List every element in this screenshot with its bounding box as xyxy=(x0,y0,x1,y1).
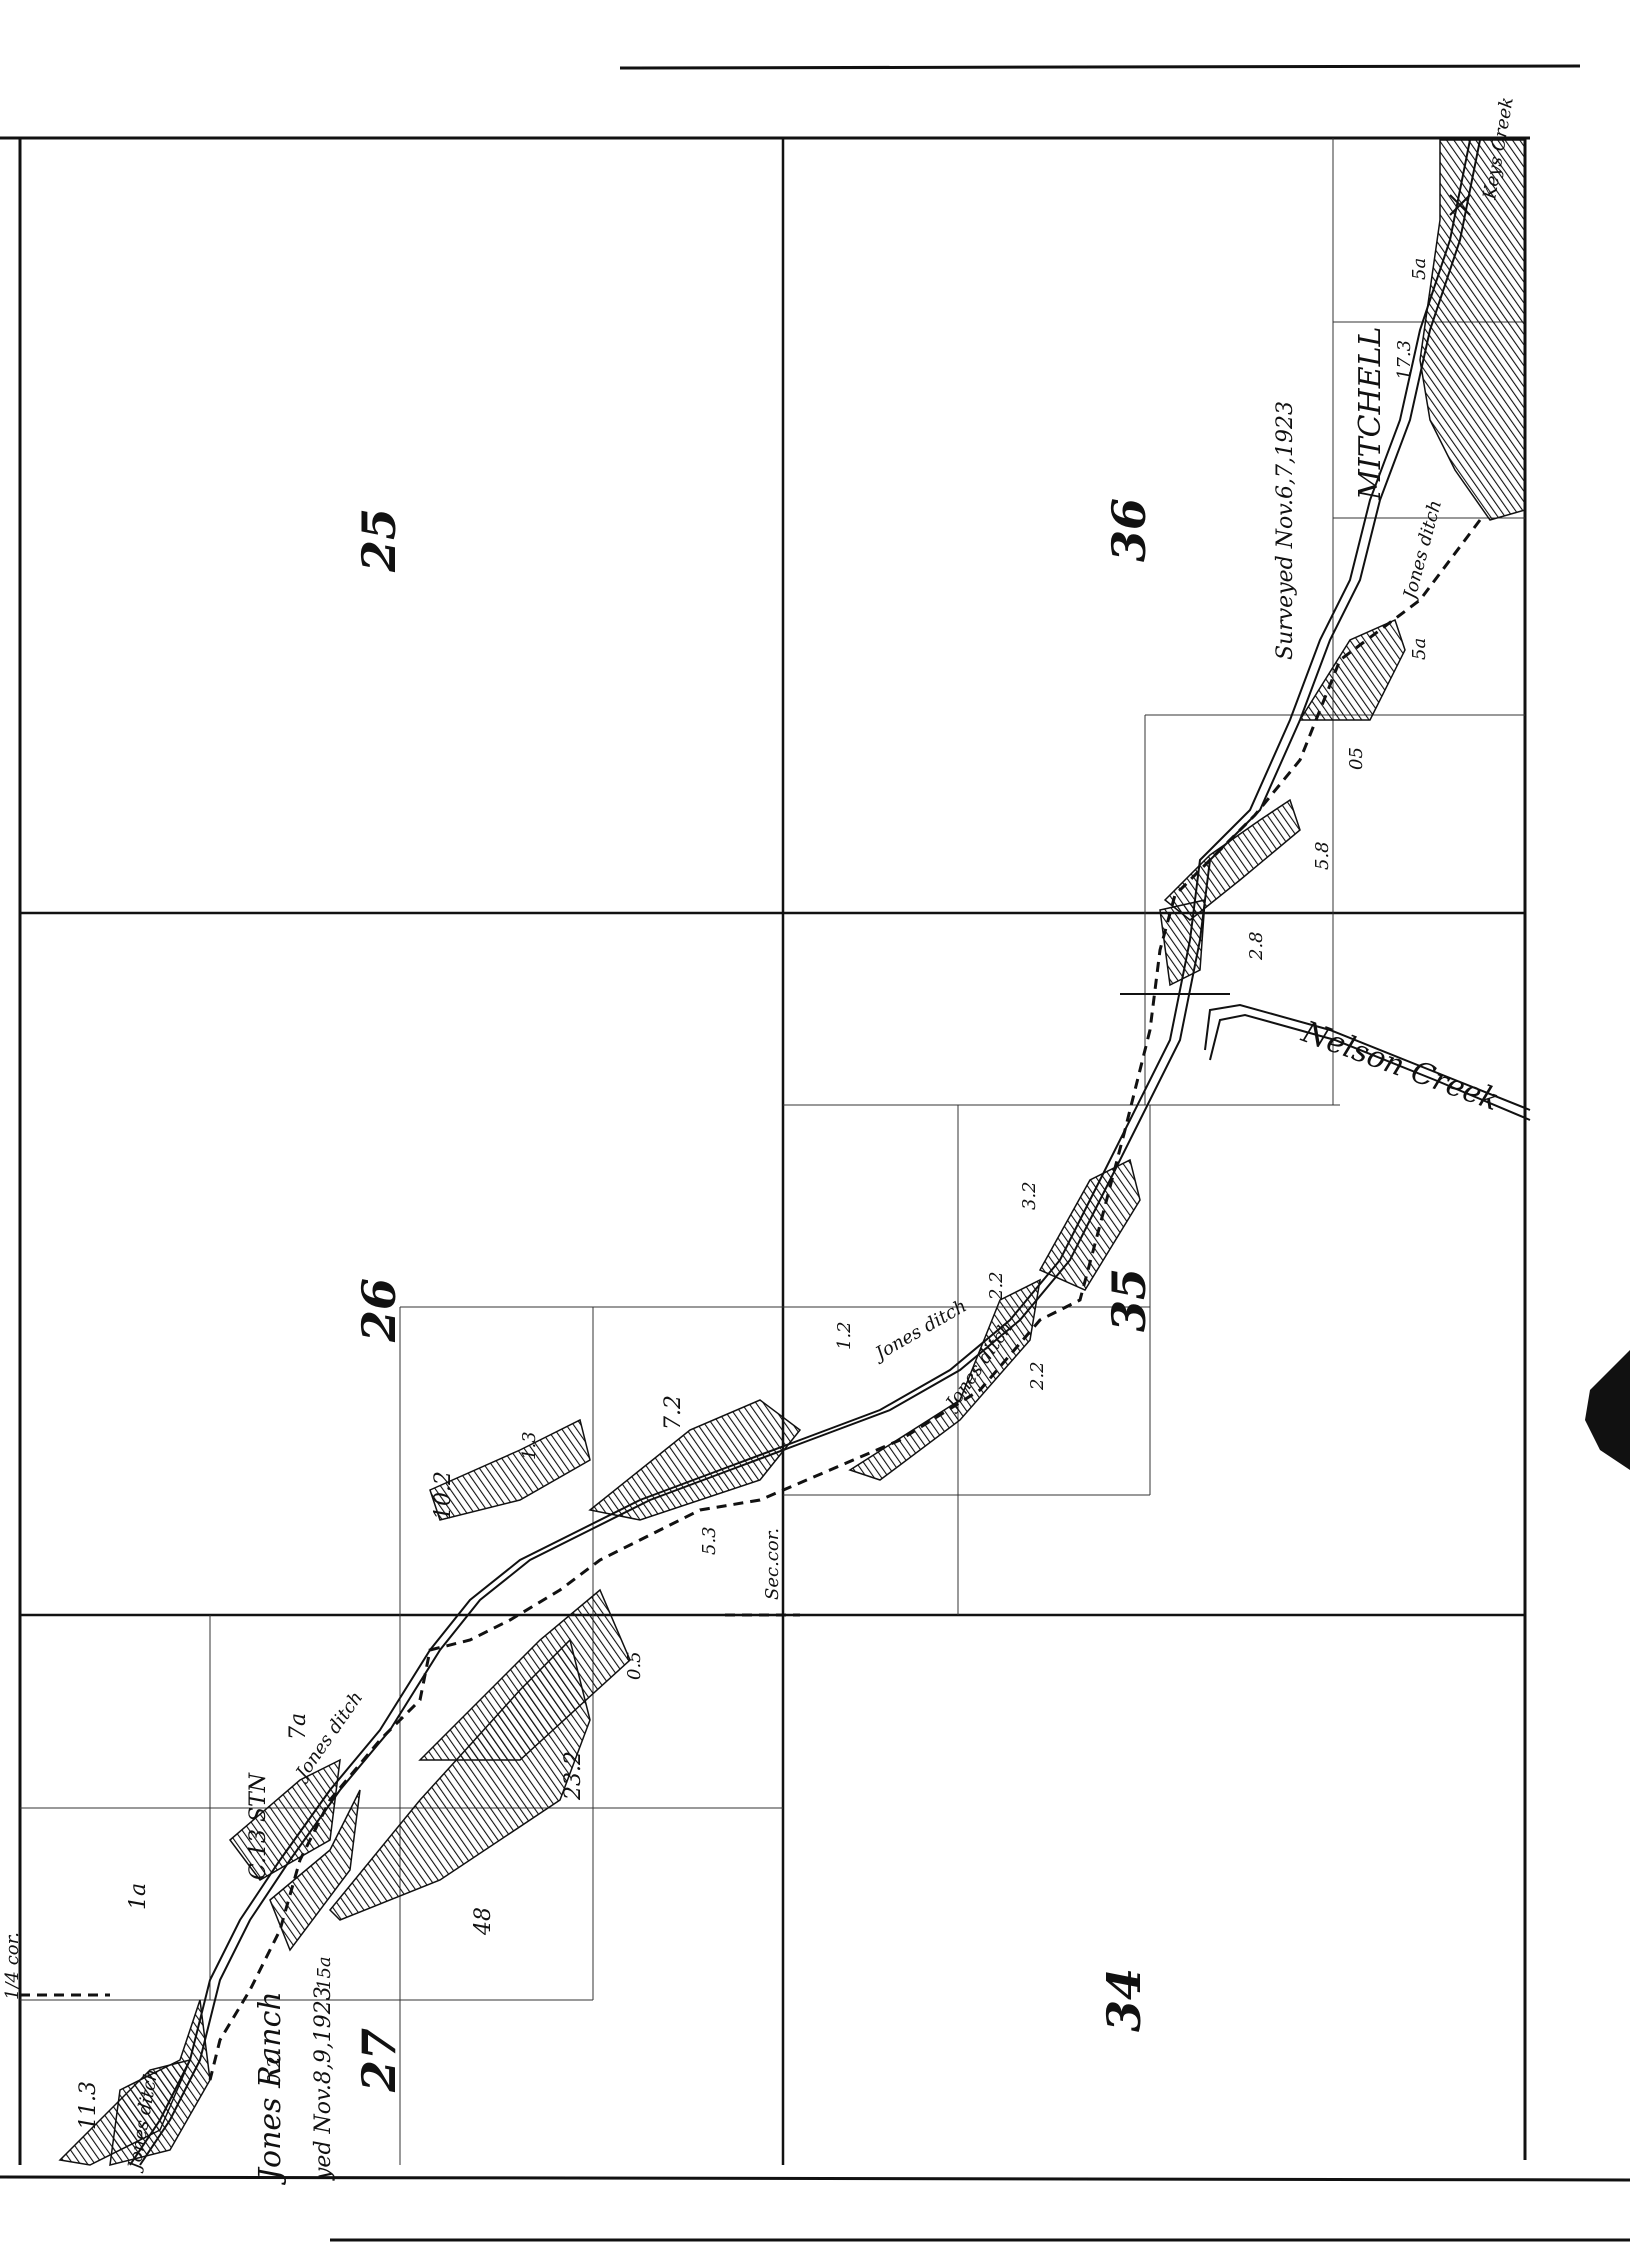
acreage-note: 7a xyxy=(286,1713,311,1740)
acreage-note: 2.8 xyxy=(1246,931,1267,961)
acreage-note: 0.5 xyxy=(624,1651,645,1680)
survey-boundary xyxy=(208,519,1482,2081)
section-number-27: 27 xyxy=(352,2028,406,2093)
quarter-cor-label: 1/4 cor. xyxy=(2,1932,23,2000)
section-number-34: 34 xyxy=(1097,1968,1151,2032)
jones-ranch-label: Jones Ranch xyxy=(253,1991,288,2186)
acreage-note: 1.3 xyxy=(519,1431,540,1460)
jones-ditch-label-1: Jones ditch xyxy=(1399,498,1447,605)
acreage-note: 5a xyxy=(1409,258,1430,280)
acreage-note: 5.3 xyxy=(699,1526,720,1555)
nelson-creek-label: Nelson Creek xyxy=(1296,1014,1503,1118)
jones-ditch-label-2: Jones ditch xyxy=(869,1295,971,1366)
creek xyxy=(129,139,1531,2166)
acreage-note: 11.3 xyxy=(76,2081,101,2130)
hatched-areas xyxy=(58,139,1526,2166)
surveyed-date-jones: yed Nov.8,9,1923 xyxy=(311,1986,336,2181)
torn-paper-edge xyxy=(1585,1350,1630,1470)
acreage-note: 7.2 xyxy=(661,1395,686,1430)
acreage-note: 15a xyxy=(314,1956,335,1990)
acreage-note: 05 xyxy=(1346,747,1367,770)
acreage-note: 10.2 xyxy=(431,1471,456,1520)
section-number-26: 26 xyxy=(352,1278,406,1343)
acreage-note: 48 xyxy=(471,1907,496,1936)
acreage-note: 2.2 xyxy=(1027,1361,1048,1391)
acreage-note: 17.3 xyxy=(1394,340,1415,380)
acreage-note: 5a xyxy=(1409,638,1430,660)
acreage-note: 0.2 xyxy=(264,2056,285,2085)
acreage-note: 1a xyxy=(126,1883,151,1910)
acreage-note: 23.2 xyxy=(561,1751,586,1801)
section-number-25: 25 xyxy=(352,508,406,573)
section-grid xyxy=(20,138,1525,2165)
cl-stn-label: C.13 STN xyxy=(246,1772,271,1880)
mitchell-label: MITCHELL xyxy=(1353,327,1388,501)
sec-cor-label: Sec.cor. xyxy=(762,1528,783,1600)
section-number-36: 36 xyxy=(1102,498,1156,562)
acreage-note: 1.2 xyxy=(834,1321,855,1350)
acreage-notes: 5a 17.3 05 5.8 2.8 5a 3.2 2.2 2.2 1.2 7.… xyxy=(76,258,1430,2130)
acreage-note: 3.2 xyxy=(1019,1181,1040,1210)
surveyed-date-mitchell: Surveyed Nov.6,7,1923 xyxy=(1273,401,1298,660)
acreage-note: 5.8 xyxy=(1312,841,1333,870)
acreage-note: 2.2 xyxy=(986,1271,1007,1301)
section-number-35: 35 xyxy=(1102,1268,1156,1332)
survey-marks xyxy=(1120,194,1471,995)
